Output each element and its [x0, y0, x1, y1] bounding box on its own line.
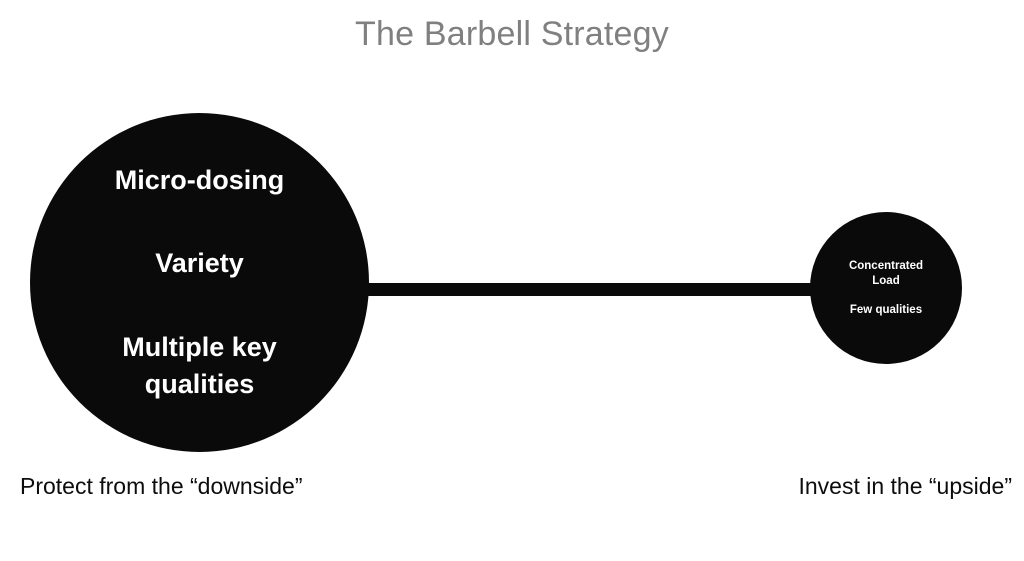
left-weight-circle: Micro-dosing Variety Multiple key qualit… — [30, 113, 369, 452]
page-title: The Barbell Strategy — [355, 15, 669, 53]
left-weight-line-4: qualities — [144, 369, 255, 399]
right-weight-line-3: Few qualities — [849, 303, 923, 316]
right-weight-caption: Invest in the “upside” — [798, 473, 1012, 499]
right-weight-line-2: Load — [872, 274, 900, 287]
left-weight-line-3: Multiple key — [122, 332, 277, 362]
left-weight-line-1: Micro-dosing — [114, 165, 285, 195]
right-weight-line-1: Concentrated — [848, 259, 924, 272]
left-weight-line-2: Variety — [155, 248, 244, 278]
left-weight-caption: Protect from the “downside” — [20, 473, 303, 499]
barbell-connecting-bar — [355, 283, 820, 296]
right-weight-circle: Concentrated Load Few qualities — [810, 212, 962, 364]
